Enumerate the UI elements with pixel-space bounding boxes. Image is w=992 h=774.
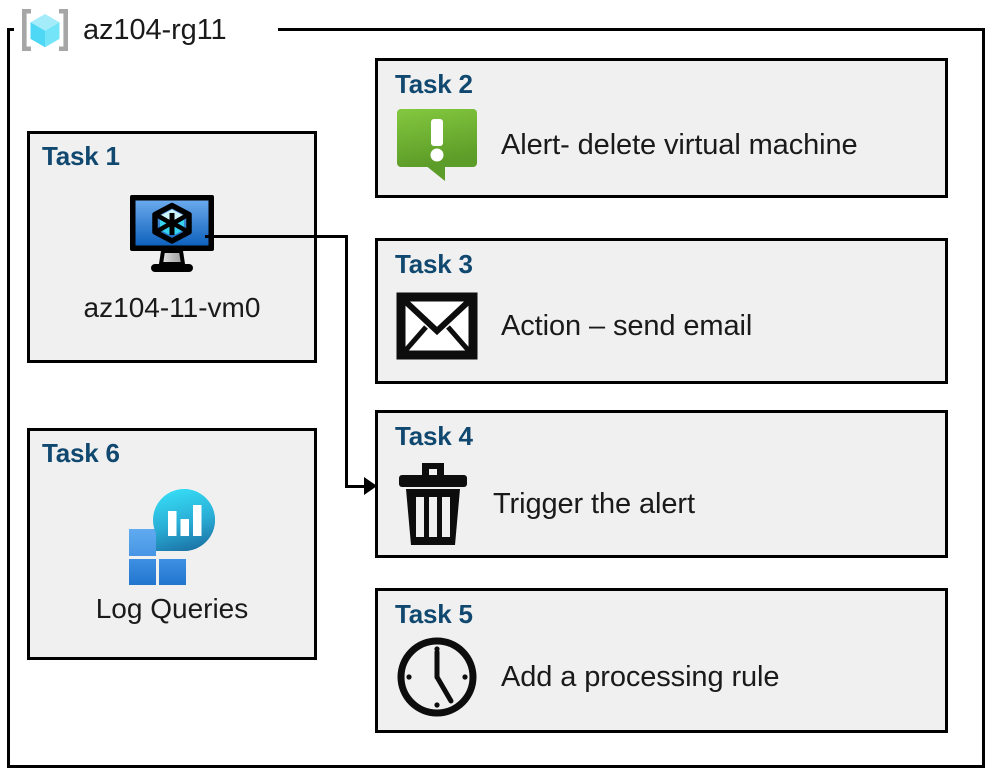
task-3-label: Action – send email bbox=[501, 309, 753, 342]
task-6-title: Task 6 bbox=[42, 438, 120, 468]
resource-group-border-top-right bbox=[278, 28, 985, 31]
resource-group-cube-icon bbox=[18, 6, 72, 54]
task-3-title: Task 3 bbox=[395, 249, 473, 279]
card-task-6[interactable]: Task 6 bbox=[27, 428, 317, 660]
resource-group-border-right bbox=[982, 29, 985, 768]
card-task-3[interactable]: Task 3 Action – send email bbox=[375, 238, 948, 384]
task-2-title: Task 2 bbox=[395, 69, 473, 99]
resource-group-border-bottom bbox=[7, 765, 985, 768]
task-5-label: Add a processing rule bbox=[501, 660, 780, 693]
trash-delete-icon bbox=[395, 459, 471, 549]
resource-group-border-left bbox=[7, 29, 10, 768]
resource-group-border-top-left bbox=[7, 28, 16, 31]
log-analytics-icon bbox=[30, 485, 314, 585]
task-2-label: Alert- delete virtual machine bbox=[501, 128, 858, 161]
task-1-caption: az104-11-vm0 bbox=[83, 292, 261, 323]
arrowhead-right-icon bbox=[364, 477, 377, 495]
card-task-4[interactable]: Task 4 Trigger the alert bbox=[375, 410, 948, 558]
resource-group-name: az104-rg11 bbox=[83, 13, 227, 46]
alert-exclamation-icon bbox=[395, 107, 479, 183]
card-task-5[interactable]: Task 5 Add a processing rule bbox=[375, 588, 948, 733]
connector-segment-horizontal-top bbox=[205, 235, 348, 238]
virtual-machine-icon bbox=[30, 192, 314, 276]
clock-icon bbox=[395, 635, 479, 719]
task-4-title: Task 4 bbox=[395, 421, 473, 451]
resource-group-header: az104-rg11 bbox=[14, 2, 233, 58]
connector-segment-vertical bbox=[345, 235, 348, 487]
task-6-caption: Log Queries bbox=[95, 593, 249, 624]
card-task-1[interactable]: Task 1 bbox=[27, 131, 317, 363]
task-4-label: Trigger the alert bbox=[493, 487, 695, 520]
email-envelope-icon bbox=[395, 291, 479, 361]
card-task-2[interactable]: Task 2 Alert- delete virtual machin bbox=[375, 58, 948, 198]
task-1-title: Task 1 bbox=[42, 141, 120, 171]
connector-segment-horizontal-bottom bbox=[345, 485, 367, 488]
task-5-title: Task 5 bbox=[395, 599, 473, 629]
